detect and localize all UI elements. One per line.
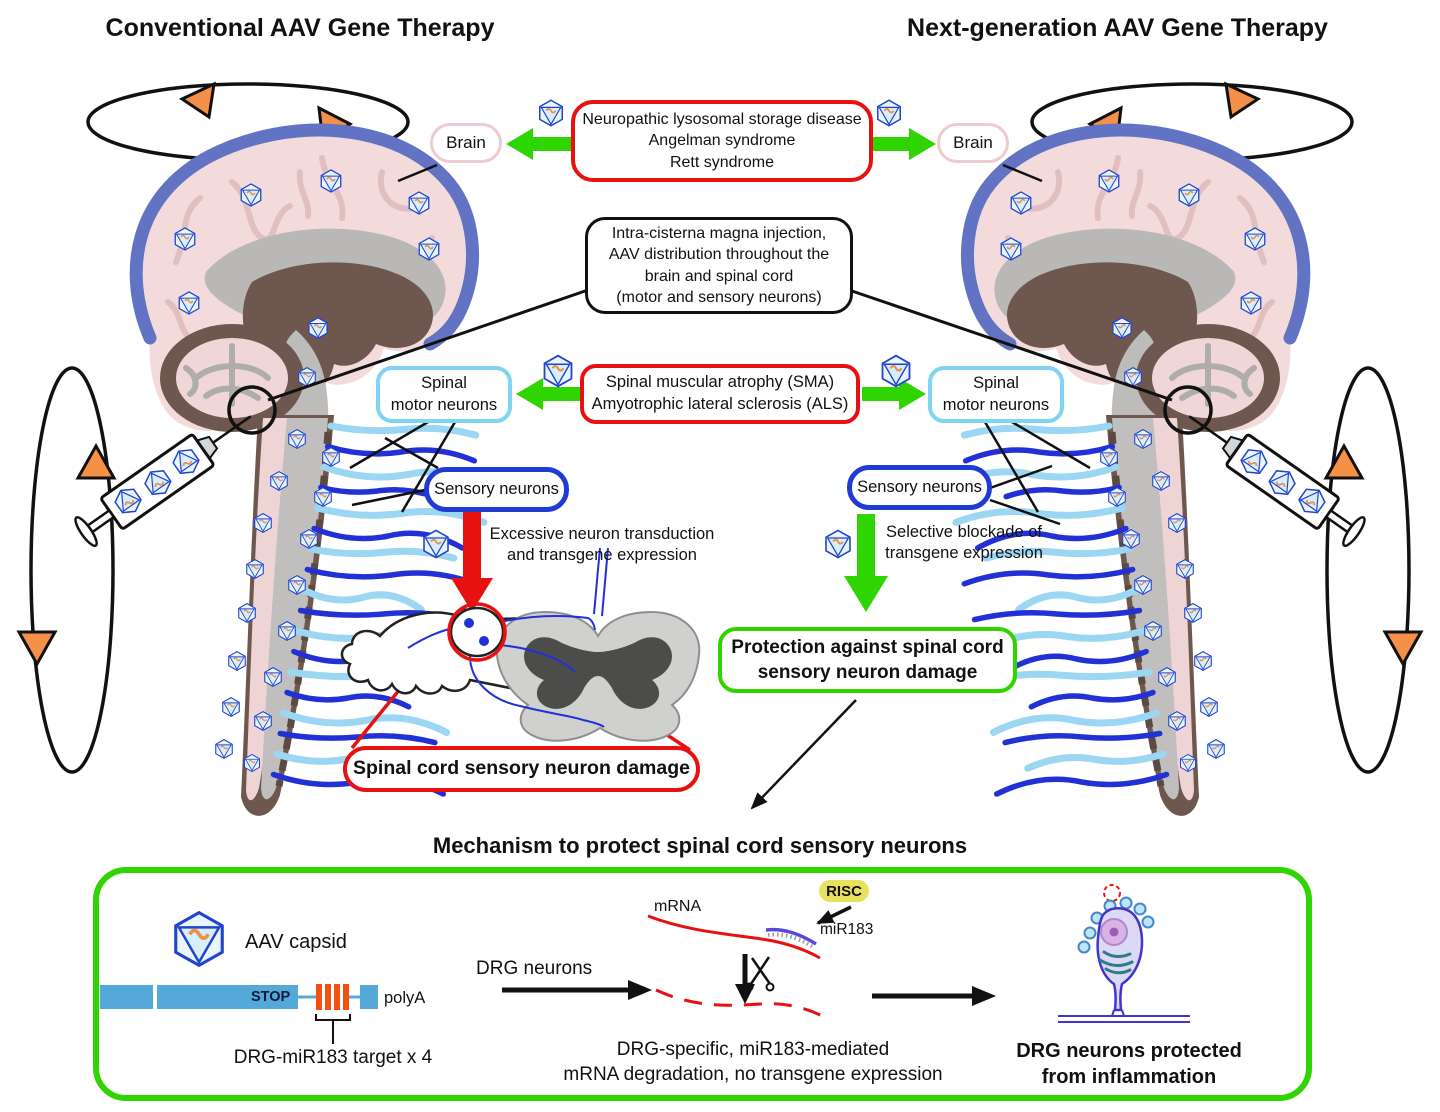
spinal-motor-label-left: Spinal motor neurons bbox=[376, 366, 512, 423]
aav-capsid-icon bbox=[288, 428, 306, 450]
aav-capsid-icon bbox=[300, 528, 318, 550]
spinal-cord-cross-section bbox=[340, 547, 701, 752]
title-left: Conventional AAV Gene Therapy bbox=[105, 14, 495, 42]
degradation-text: DRG-specific, miR183-mediated mRNA degra… bbox=[563, 1039, 943, 1085]
mechanism-panel-border bbox=[93, 867, 1312, 1101]
aav-capsid-icon bbox=[320, 169, 342, 193]
aav-capsid-icon bbox=[264, 666, 282, 688]
aav-capsid-icon bbox=[314, 486, 332, 508]
mir183-label: miR183 bbox=[820, 921, 874, 938]
aav-capsid-icon bbox=[322, 446, 340, 468]
aav-capsid-icon bbox=[876, 99, 902, 127]
damage-box: Spinal cord sensory neuron damage bbox=[343, 746, 700, 792]
protection-to-mechanism-arrow bbox=[750, 699, 857, 810]
brain-label-right: Brain bbox=[937, 123, 1009, 163]
aav-capsid-icon bbox=[543, 354, 573, 388]
aav-capsid-icon bbox=[423, 529, 449, 559]
aav-capsid-icon bbox=[254, 512, 272, 534]
aav-capsid-icon bbox=[243, 753, 261, 773]
sensory-label-right: Sensory neurons bbox=[847, 465, 992, 510]
mir-target-label: DRG-miR183 target x 4 bbox=[233, 1047, 433, 1068]
aav-capsid-icon bbox=[278, 620, 296, 642]
mrna-degradation-graphics bbox=[502, 905, 996, 1022]
aav-capsid-icon bbox=[254, 710, 272, 732]
brain-label-left: Brain bbox=[430, 123, 502, 163]
brain-figure-left bbox=[16, 81, 495, 816]
green-arrows bbox=[506, 128, 936, 612]
stop-label: STOP bbox=[251, 989, 291, 1005]
aav-capsid-icon bbox=[222, 696, 240, 718]
callout-lines bbox=[267, 163, 1173, 526]
aav-capsid-icon bbox=[308, 317, 328, 339]
aav-capsid-label: AAV capsid bbox=[245, 931, 347, 953]
aav-capsid-icon bbox=[238, 602, 256, 624]
icm-injection-box: Intra-cisterna magna injection, AAV dist… bbox=[585, 217, 853, 314]
sma-als-box: Spinal muscular atrophy (SMA) Amyotrophi… bbox=[580, 364, 860, 424]
aav-capsid-icon bbox=[408, 191, 430, 215]
cisterna-magna-circle bbox=[227, 385, 277, 435]
spinal-motor-label-right: Spinal motor neurons bbox=[928, 366, 1064, 423]
title-right: Next-generation AAV Gene Therapy bbox=[907, 14, 1328, 42]
selective-text: Selective blockade of transgene expressi… bbox=[885, 523, 1043, 563]
brain-figure-right bbox=[949, 84, 1421, 816]
aav-capsid-icon bbox=[178, 291, 200, 315]
aav-capsid-icon bbox=[215, 738, 233, 760]
disease-box: Neuropathic lysosomal storage disease An… bbox=[571, 100, 873, 182]
risc-badge: RISC bbox=[819, 880, 869, 902]
aav-capsid-icon bbox=[418, 237, 440, 261]
mechanism-title: Mechanism to protect spinal cord sensory… bbox=[432, 833, 968, 858]
aav-capsid-icon bbox=[270, 470, 288, 492]
mrna-label: mRNA bbox=[654, 898, 702, 915]
red-arrow-down bbox=[451, 512, 493, 612]
sensory-label-left: Sensory neurons bbox=[424, 467, 569, 512]
drg-neurons-label: DRG neurons bbox=[476, 958, 593, 979]
drg-neuron-icon bbox=[1058, 884, 1190, 1023]
aav-capsid-icon bbox=[825, 529, 851, 559]
excessive-text: Excessive neuron transduction and transg… bbox=[489, 525, 715, 565]
protection-box: Protection against spinal cord sensory n… bbox=[718, 627, 1017, 693]
polya-label: polyA bbox=[384, 989, 426, 1007]
protected-text: DRG neurons protected from inflammation bbox=[1016, 1040, 1242, 1088]
aav-capsid-icon bbox=[228, 650, 246, 672]
aav-capsid-icon bbox=[288, 574, 306, 596]
scissors-icon bbox=[744, 956, 775, 992]
aav-capsid-icon bbox=[173, 910, 225, 968]
syringe-icon bbox=[74, 415, 252, 548]
aav-capsid-icon bbox=[538, 99, 564, 127]
aav-capsid-icon bbox=[881, 354, 911, 388]
aav-capsid-icon bbox=[240, 183, 262, 207]
aav-capsid-icon bbox=[246, 558, 264, 580]
gene-construct bbox=[100, 984, 378, 1044]
aav-capsid-icon bbox=[174, 227, 196, 251]
